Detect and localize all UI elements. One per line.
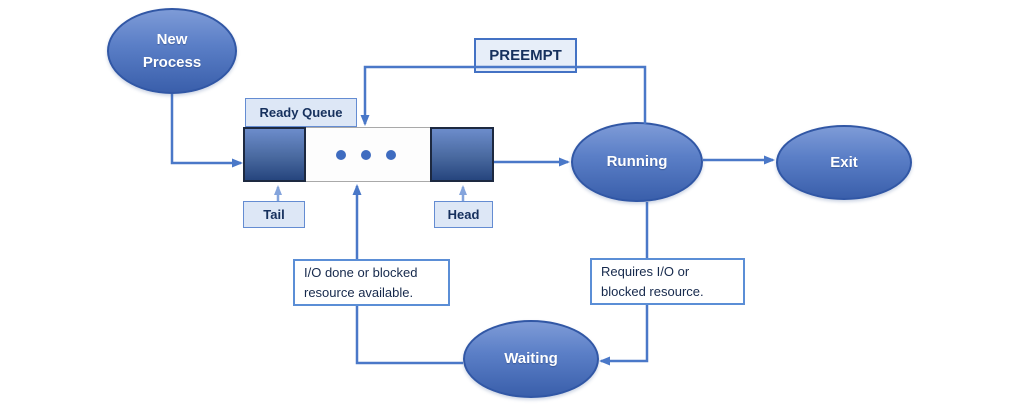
queue-dot-icon [361,150,371,160]
head-label-text: Head [447,207,480,222]
queue-dot-icon [386,150,396,160]
tail-label-text: Tail [263,207,285,222]
io-done-note: I/O done or blocked resource available. [293,259,450,306]
exit-label: Exit [830,153,858,171]
queue-dot-icon [336,150,346,160]
preempt-label: PREEMPT [474,38,577,73]
requires-io-note-line2: blocked resource. [601,283,704,299]
waiting-label: Waiting [504,350,558,368]
waiting-node: Waiting [463,320,599,398]
queue-head-block [430,127,494,182]
ready-queue-label: Ready Queue [245,98,357,127]
new-process-node: New Process [107,8,237,94]
new-process-label-line1: New [156,30,188,48]
requires-io-note: Requires I/O or blocked resource. [590,258,745,305]
head-label: Head [434,201,493,228]
arrow-preempt-running-to-queue [360,65,647,126]
tail-label: Tail [243,201,305,228]
io-done-note-line1: I/O done or blocked [304,265,418,280]
io-done-note-line2: resource available. [304,284,414,300]
arrow-newprocess-to-queue [170,94,243,168]
requires-io-note-line1: Requires I/O or [601,264,690,279]
queue-ellipsis-dots [336,150,396,160]
new-process-label-line2: Process [142,54,202,71]
preempt-label-text: PREEMPT [489,47,562,64]
ready-queue-label-text: Ready Queue [259,105,343,120]
running-label: Running [606,153,668,171]
running-node: Running [571,122,703,202]
exit-node: Exit [776,125,912,200]
queue-tail-block [243,127,306,182]
